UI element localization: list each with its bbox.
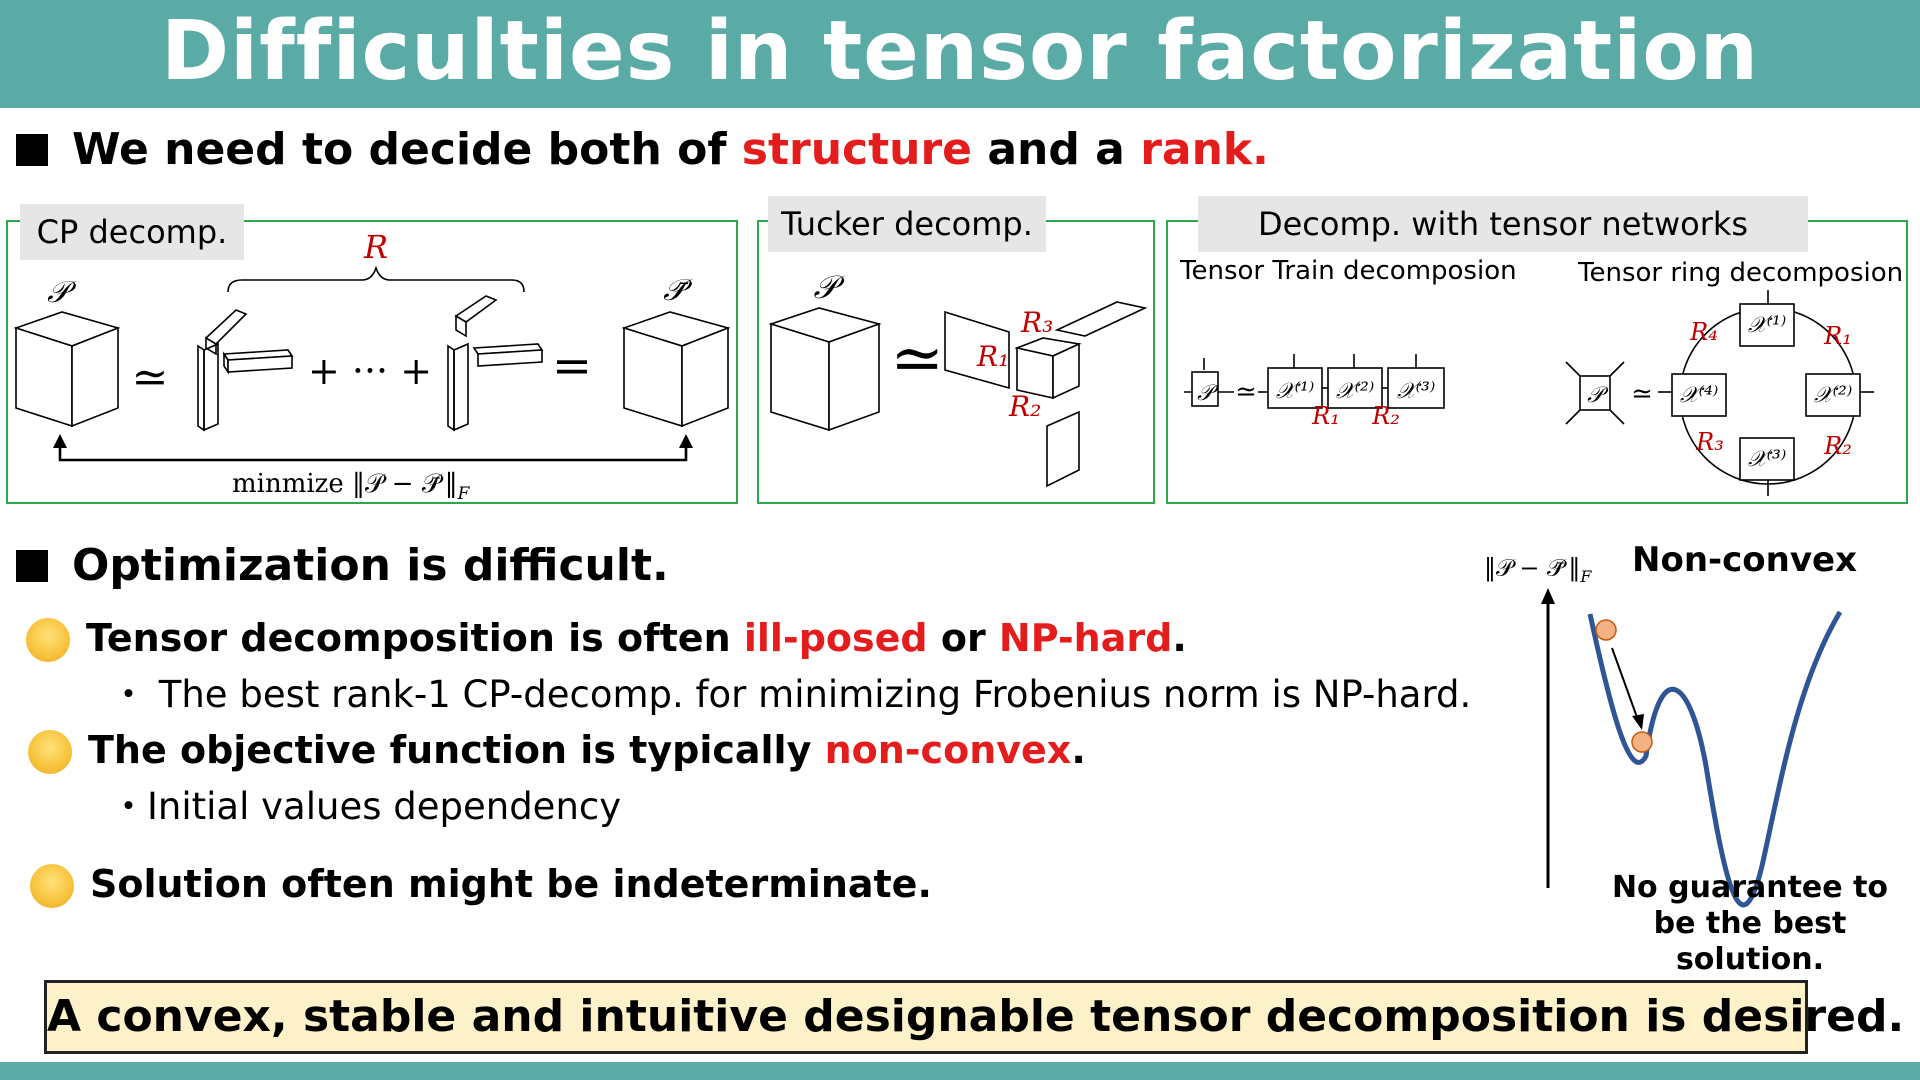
bottom-bar	[0, 1062, 1920, 1080]
square-bullet-icon	[16, 134, 48, 166]
tt-x2: 𝒳⁽²⁾	[1336, 379, 1375, 404]
cp-objective: minmize ‖𝒫− 𝒫̄‖F	[232, 469, 471, 504]
cp-tag: CP decomp.	[20, 204, 244, 260]
tt-label: Tensor Train decomposion	[1180, 256, 1517, 286]
sad-face-icon	[30, 864, 74, 908]
bullet-indeterminate: Solution often might be indeterminate.	[90, 862, 932, 906]
title-bar	[0, 0, 1920, 108]
tucker-r3: R₃	[1020, 306, 1053, 339]
conclusion-box: A convex, stable and intuitive designabl…	[44, 980, 1904, 1054]
square-bullet-icon	[16, 550, 48, 582]
tn-diagram: 𝒫 ≃ 𝒳⁽¹⁾ 𝒳⁽²⁾ 𝒳⁽³⁾ R₁ R₂ 𝒫 ≃ 𝒳⁽¹⁾ 𝒳⁽²⁾ 𝒳…	[1184, 290, 1874, 496]
tt-r1: R₁	[1311, 402, 1340, 430]
cp-panel	[6, 220, 738, 504]
cp-diagram: 𝒫 𝒫̄ R ≃ + ··· + = minmize ‖𝒫− 𝒫̄‖F	[13, 228, 731, 504]
bullet-sub-np-hard: ・ The best rank-1 CP-decomp. for minimiz…	[110, 673, 1472, 716]
tr-r3: R₃	[1695, 428, 1724, 456]
tucker-p-label: 𝒫	[813, 268, 845, 306]
tr-x2: 𝒳⁽²⁾	[1814, 383, 1853, 408]
tucker-tag: Tucker decomp.	[768, 196, 1046, 252]
heading-text: and a	[972, 124, 1141, 175]
tucker-diagram: 𝒫 ≃ R₁ R₂ R₃	[768, 268, 1148, 488]
tr-r4: R₄	[1689, 318, 1718, 346]
tt-x3: 𝒳⁽³⁾	[1397, 379, 1436, 404]
section-heading-structure: We need to decide both of structure and …	[72, 124, 1269, 175]
tr-x1: 𝒳⁽¹⁾	[1748, 313, 1787, 338]
local-minimum-marker	[1631, 731, 1653, 753]
cp-r-label: R	[363, 228, 388, 266]
tt-x1: 𝒳⁽¹⁾	[1276, 379, 1315, 404]
cp-p-label: 𝒫	[47, 275, 77, 310]
plot-caption: No guarantee to be the best solution.	[1590, 870, 1910, 978]
plot-caption-line1: No guarantee to	[1611, 870, 1889, 905]
tr-r2: R₂	[1823, 432, 1852, 460]
tr-label: Tensor ring decomposion	[1578, 258, 1904, 288]
sad-face-icon	[26, 618, 70, 662]
tucker-approx-symbol: ≃	[890, 322, 944, 396]
tr-x3: 𝒳⁽³⁾	[1748, 447, 1787, 472]
bullet-ill-posed: Tensor decomposition is often ill-posed …	[86, 616, 1187, 660]
tucker-r2: R₂	[1008, 390, 1041, 423]
cp-approx-symbol: ≃	[132, 352, 169, 403]
plot-ylabel: ‖𝒫− 𝒫̄‖F	[1484, 554, 1592, 586]
tn-tag: Decomp. with tensor networks	[1198, 196, 1808, 252]
nonconvex-plot: ‖𝒫− 𝒫̄‖F	[1484, 554, 1843, 908]
initial-point-marker	[1595, 619, 1617, 641]
tt-approx: ≃	[1235, 377, 1257, 407]
tucker-r1: R₁	[976, 340, 1009, 373]
tr-approx: ≃	[1631, 379, 1653, 409]
tr-x4: 𝒳⁽⁴⁾	[1680, 383, 1719, 408]
bullet-non-convex: The objective function is typically non-…	[88, 728, 1086, 772]
section-heading-optimization: Optimization is difficult.	[72, 540, 669, 591]
plot-title: Non-convex	[1632, 540, 1858, 580]
cp-equals: =	[552, 338, 592, 394]
heading-text: We need to decide both of	[72, 124, 742, 175]
tr-r1: R₁	[1823, 322, 1852, 350]
heading-red-structure: structure	[741, 124, 973, 175]
plot-caption-line2: be the best solution.	[1653, 906, 1847, 977]
sad-face-icon	[28, 730, 72, 774]
page-title: Difficulties in tensor factorization	[160, 4, 1760, 99]
cp-plus-dots: + ··· +	[308, 349, 432, 393]
cp-pbar-label: 𝒫̄	[663, 273, 693, 308]
heading-red-rank: rank.	[1140, 124, 1269, 175]
tt-r2: R₂	[1371, 402, 1400, 430]
bullet-sub-initial-values: ・Initial values dependency	[110, 785, 622, 828]
loss-curve	[1587, 610, 1843, 908]
